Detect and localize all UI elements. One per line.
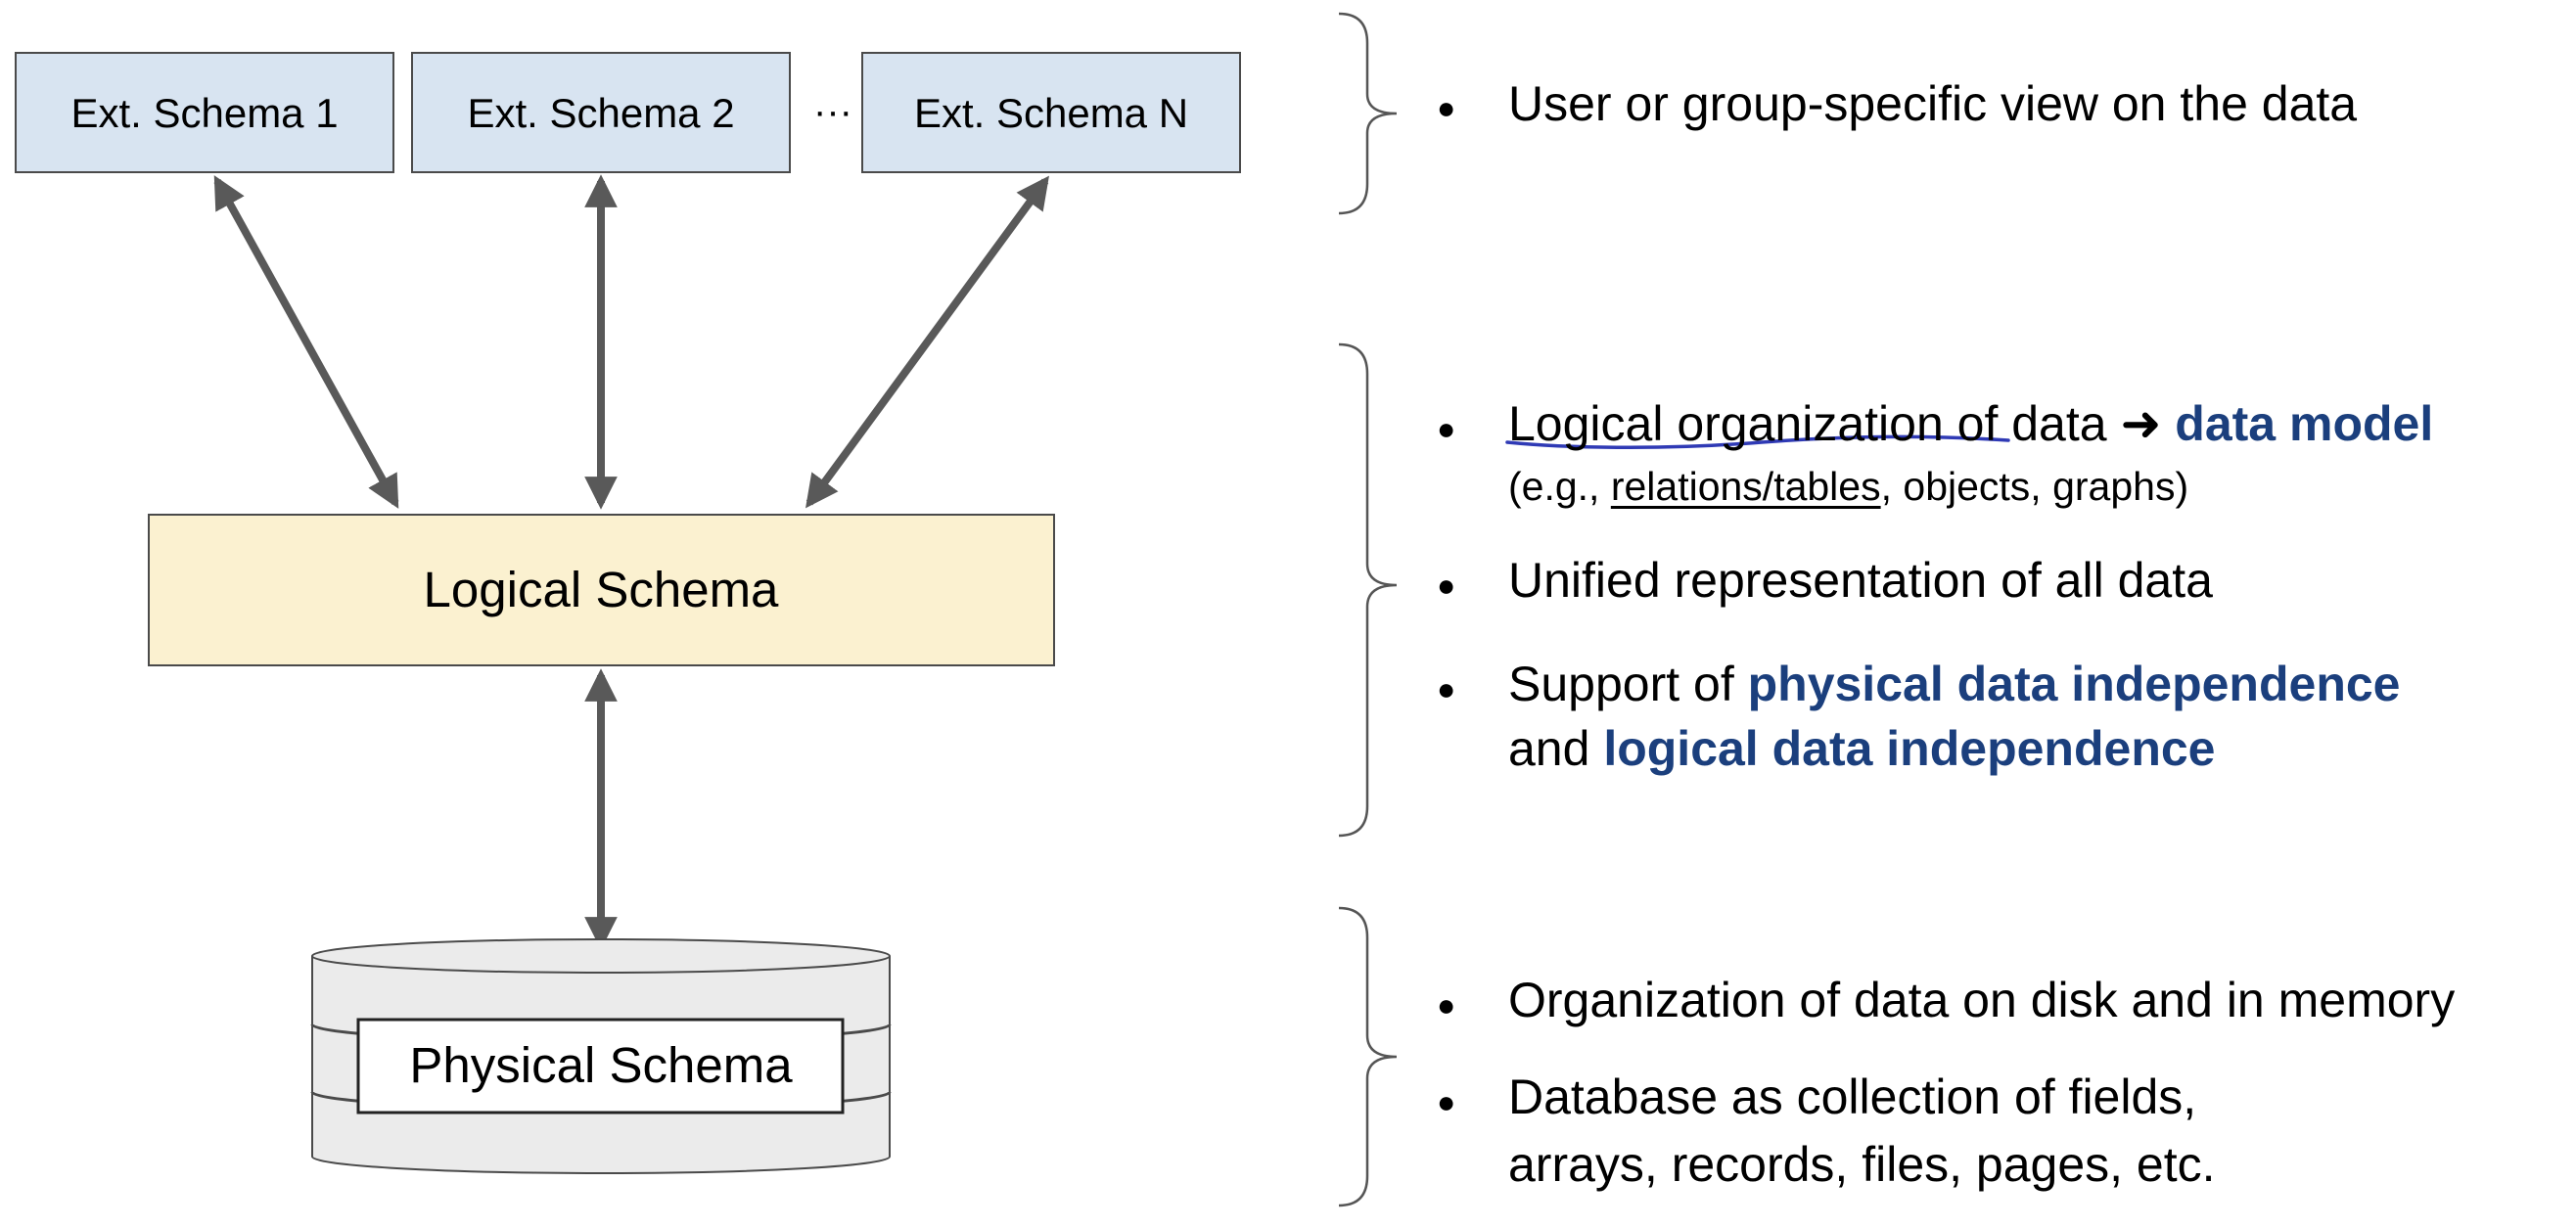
brace-external bbox=[1338, 12, 1398, 215]
bullet-dot: ● bbox=[1437, 90, 1456, 125]
brace-physical bbox=[1338, 906, 1398, 1207]
logical-bullet-3-line-1: Support of physical data independence bbox=[1508, 657, 2401, 711]
external-schema-ellipsis: ··· bbox=[813, 90, 852, 133]
external-bullet-1: User or group-specific view on the data bbox=[1508, 76, 2358, 131]
external-schema-2-box: Ext. Schema 2 bbox=[411, 52, 791, 173]
bullet-dot: ● bbox=[1437, 568, 1456, 603]
physical-bullet-2-line-1: Database as collection of fields, bbox=[1508, 1069, 2197, 1124]
bullet-dot: ● bbox=[1437, 987, 1456, 1023]
bullet-dot: ● bbox=[1437, 671, 1456, 706]
arrow-ext1-logical bbox=[213, 175, 399, 509]
logical-bullet-3-line-2: and logical data independence bbox=[1508, 721, 2216, 776]
external-schema-n-box: Ext. Schema N bbox=[861, 52, 1241, 173]
physical-schema-label-box bbox=[356, 1018, 845, 1114]
arrow-extn-logical bbox=[805, 175, 1049, 509]
bullet-dot: ● bbox=[1437, 411, 1456, 446]
relations-tables-underlined: relations/tables bbox=[1610, 464, 1881, 509]
physical-bullet-1: Organization of data on disk and in memo… bbox=[1508, 973, 2456, 1027]
handwritten-underline bbox=[1505, 434, 2010, 450]
physical-schema-label: Physical Schema bbox=[409, 1037, 793, 1093]
logical-schema-label: Logical Schema bbox=[424, 562, 780, 617]
external-schema-1-label: Ext. Schema 1 bbox=[70, 90, 338, 136]
brace-logical bbox=[1338, 342, 1398, 838]
physical-schema-cylinder: Physical Schema bbox=[310, 938, 892, 1174]
logical-bullet-1-examples: (e.g., relations/tables, objects, graphs… bbox=[1508, 464, 2189, 509]
right-arrow-icon: ➜ bbox=[2120, 396, 2162, 451]
logical-organization-text: Logical organization bbox=[1508, 396, 1944, 451]
logical-data-independence-highlight: logical data independence bbox=[1603, 721, 2216, 776]
external-schema-n-label: Ext. Schema N bbox=[914, 90, 1188, 136]
physical-bullet-2-line-2: arrays, records, files, pages, etc. bbox=[1508, 1137, 2216, 1192]
logical-schema-box: Logical Schema bbox=[148, 514, 1055, 666]
logical-bullet-2: Unified representation of all data bbox=[1508, 553, 2213, 608]
logical-bullet-1: Logical organization of data ➜ data mode… bbox=[1508, 396, 2434, 451]
external-schema-1-box: Ext. Schema 1 bbox=[15, 52, 394, 173]
data-model-highlight: data model bbox=[2175, 396, 2434, 451]
bullet-dot: ● bbox=[1437, 1084, 1456, 1119]
external-schema-2-label: Ext. Schema 2 bbox=[467, 90, 734, 136]
physical-data-independence-highlight: physical data independence bbox=[1747, 657, 2401, 711]
